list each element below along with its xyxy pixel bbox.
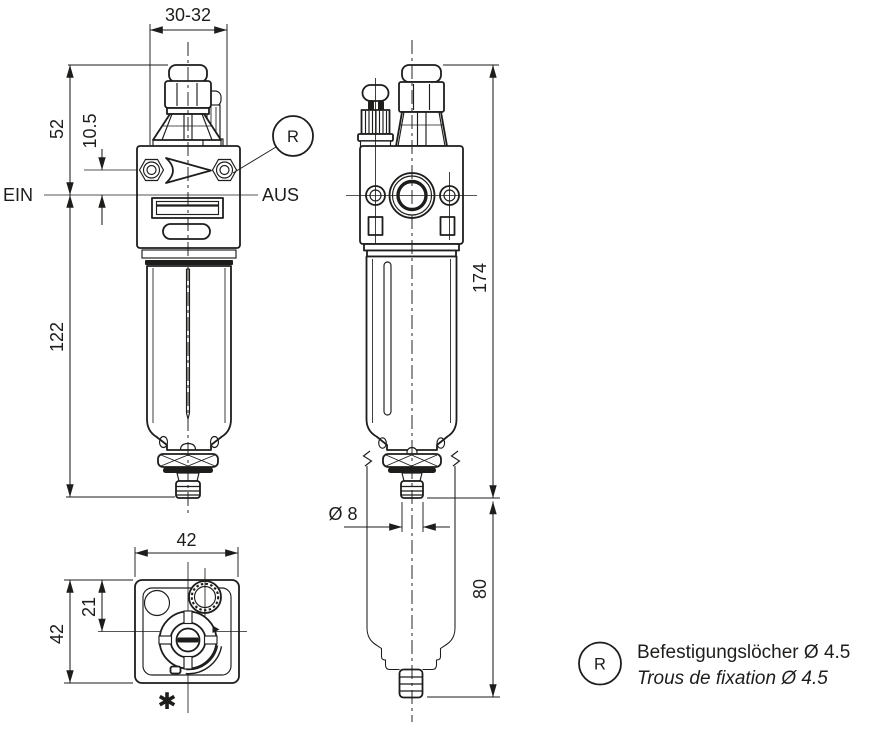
mounting-screw-right <box>211 158 238 182</box>
phantom-outline-left <box>366 466 400 671</box>
sight-window <box>151 197 224 219</box>
knob-spoke <box>158 635 173 645</box>
side-device <box>346 40 477 722</box>
dim-depth-label: 42 <box>47 624 67 644</box>
outlet-label: AUS <box>262 185 299 205</box>
dome-nut-cone-facet <box>438 111 446 147</box>
inlet-label: EIN <box>3 185 33 205</box>
front-view: 30-32 52 10.5 122 EIN AUS R <box>3 5 314 516</box>
clamp-band <box>145 260 233 265</box>
bottom-view: 42 42 21 ✱ <box>47 530 247 715</box>
bowl-lug <box>209 435 220 449</box>
dome-nut-cone-facet <box>397 111 405 147</box>
legend-text-de: Befestigungslöcher Ø 4.5 <box>637 642 850 663</box>
dim-body-height-label: 122 <box>47 322 67 352</box>
bowl-lug <box>158 435 169 449</box>
mounting-slot-left <box>367 216 384 236</box>
dome-nut-hex <box>398 81 445 113</box>
fill-plug-cone-facet <box>161 113 173 141</box>
phantom-barb-ribs <box>399 676 423 692</box>
fill-plug-cone-slot <box>183 113 193 141</box>
fill-plug-cone-facet <box>201 113 213 141</box>
dim-extension-label: 80 <box>470 579 490 599</box>
dim-head-height-label: 52 <box>47 119 67 139</box>
adjuster-knob-knurl-lines <box>364 111 388 133</box>
break-mark <box>450 450 461 467</box>
detent-pointer <box>212 625 220 633</box>
front-device <box>44 42 258 516</box>
head-body <box>136 145 241 249</box>
locking-lever-inner <box>185 645 221 673</box>
callout-leader <box>232 146 277 174</box>
callout-circle <box>272 115 314 157</box>
flow-direction-arrow <box>165 157 212 184</box>
phantom-long-bowl <box>362 450 461 699</box>
dim-half-depth-label: 21 <box>79 597 99 617</box>
knob-spoke <box>183 610 193 625</box>
adjuster-knob-bottom <box>188 568 222 617</box>
front-dimensions: 30-32 52 10.5 122 EIN AUS R <box>3 5 314 498</box>
drain-nut-facets <box>385 454 438 467</box>
bowl-lug <box>436 437 446 449</box>
sight-window-inner <box>155 200 220 216</box>
callout-letter: R <box>287 128 299 146</box>
mounting-slot-right <box>439 216 456 236</box>
mount-hole <box>143 589 171 617</box>
phantom-outline-right <box>422 466 456 671</box>
knob-spoke <box>183 655 193 670</box>
side-view: 174 80 Ø 8 <box>328 40 500 722</box>
lever-stop <box>169 665 182 675</box>
adjuster-knob-slot <box>378 100 384 111</box>
bowl-lug <box>378 437 387 449</box>
knob-spoke <box>203 635 218 645</box>
dim-port-offset-label: 10.5 <box>80 113 100 148</box>
legend-callout-circle <box>578 641 622 686</box>
dim-width-label: 42 <box>176 530 196 550</box>
adjuster-knob-slot <box>368 100 374 111</box>
side-dimensions: 174 80 Ø 8 <box>328 64 500 698</box>
clamp-ring <box>141 249 237 259</box>
base-ring <box>363 243 460 252</box>
legend: R Befestigungslöcher Ø 4.5 Trous de fixa… <box>578 641 850 689</box>
sight-tube-side <box>383 261 392 416</box>
dim-spigot-label: Ø 8 <box>328 504 357 524</box>
dim-clamp-width-label: 30-32 <box>165 5 211 25</box>
dim-total-height-label: 174 <box>470 263 490 293</box>
side-bowl <box>365 255 458 451</box>
knob-slot <box>177 637 199 643</box>
mounting-screw-left <box>138 158 165 182</box>
dome-nut-cap <box>401 64 442 83</box>
legend-text-fr: Trous de fixation Ø 4.5 <box>637 668 828 689</box>
footnote-asterisk: ✱ <box>157 689 176 715</box>
bottom-dimensions: 42 42 21 ✱ <box>47 530 239 715</box>
legend-callout-letter: R <box>594 656 606 674</box>
break-mark <box>362 450 373 467</box>
label-slot <box>162 223 211 240</box>
main-knob-bottom <box>158 610 218 670</box>
